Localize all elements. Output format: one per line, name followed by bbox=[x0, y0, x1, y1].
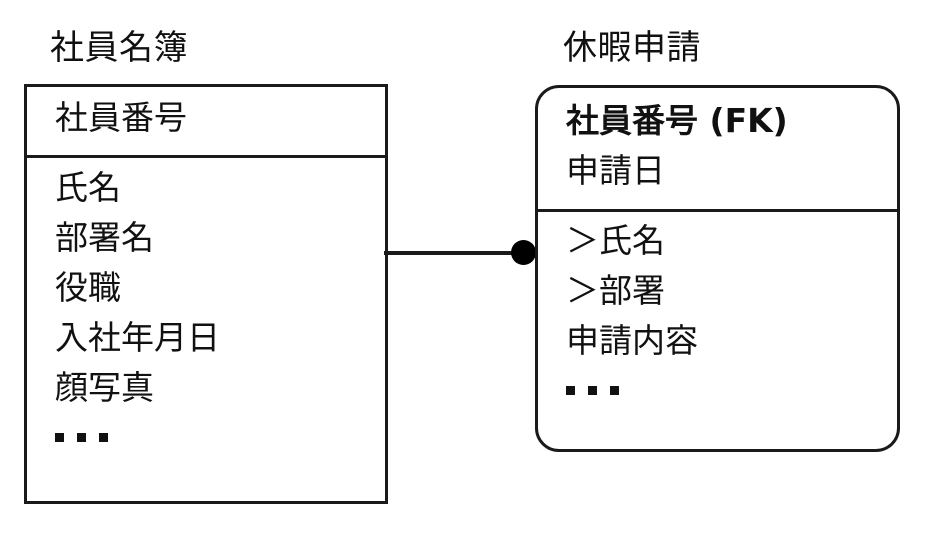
employee-attribute-field: 部署名 bbox=[55, 218, 154, 257]
leave-key-list: 社員番号 (FK) 申請日 bbox=[538, 96, 897, 196]
relationship-line bbox=[384, 251, 525, 255]
employee-attribute-field: 氏名 bbox=[55, 168, 121, 207]
leave-attribute-field: 申請内容 bbox=[566, 321, 698, 360]
employee-ellipsis bbox=[27, 413, 385, 463]
leave-foreign-key-field: 社員番号 (FK) bbox=[566, 101, 788, 140]
entity-box-leave[interactable]: 社員番号 (FK) 申請日 ＞氏名 ＞部署 申請内容 bbox=[535, 85, 900, 452]
employee-attribute-field: 入社年月日 bbox=[55, 318, 220, 357]
employee-attribute-field: 役職 bbox=[55, 268, 121, 307]
entity-title-employee: 社員名簿 bbox=[50, 28, 188, 68]
employee-attribute-list: 氏名 部署名 役職 入社年月日 顔写真 bbox=[27, 163, 385, 463]
entity-title-leave: 休暇申請 bbox=[563, 28, 701, 68]
relationship-connector[interactable] bbox=[384, 240, 536, 266]
employee-key-field: 社員番号 bbox=[55, 98, 187, 137]
ellipsis-icon bbox=[55, 433, 108, 442]
relationship-filled-circle-icon bbox=[511, 240, 536, 265]
leave-ellipsis bbox=[538, 366, 897, 416]
leave-section-divider bbox=[538, 209, 897, 212]
employee-attribute-field: 顔写真 bbox=[55, 368, 154, 407]
employee-section-divider bbox=[27, 155, 385, 158]
leave-attribute-list: ＞氏名 ＞部署 申請内容 bbox=[538, 216, 897, 416]
employee-key-list: 社員番号 bbox=[27, 93, 385, 143]
leave-attribute-field: ＞部署 bbox=[566, 271, 665, 310]
ellipsis-icon bbox=[566, 386, 619, 395]
leave-key-field: 申請日 bbox=[566, 151, 665, 190]
entity-box-employee[interactable]: 社員番号 氏名 部署名 役職 入社年月日 顔写真 bbox=[24, 84, 388, 504]
leave-attribute-field: ＞氏名 bbox=[566, 221, 665, 260]
